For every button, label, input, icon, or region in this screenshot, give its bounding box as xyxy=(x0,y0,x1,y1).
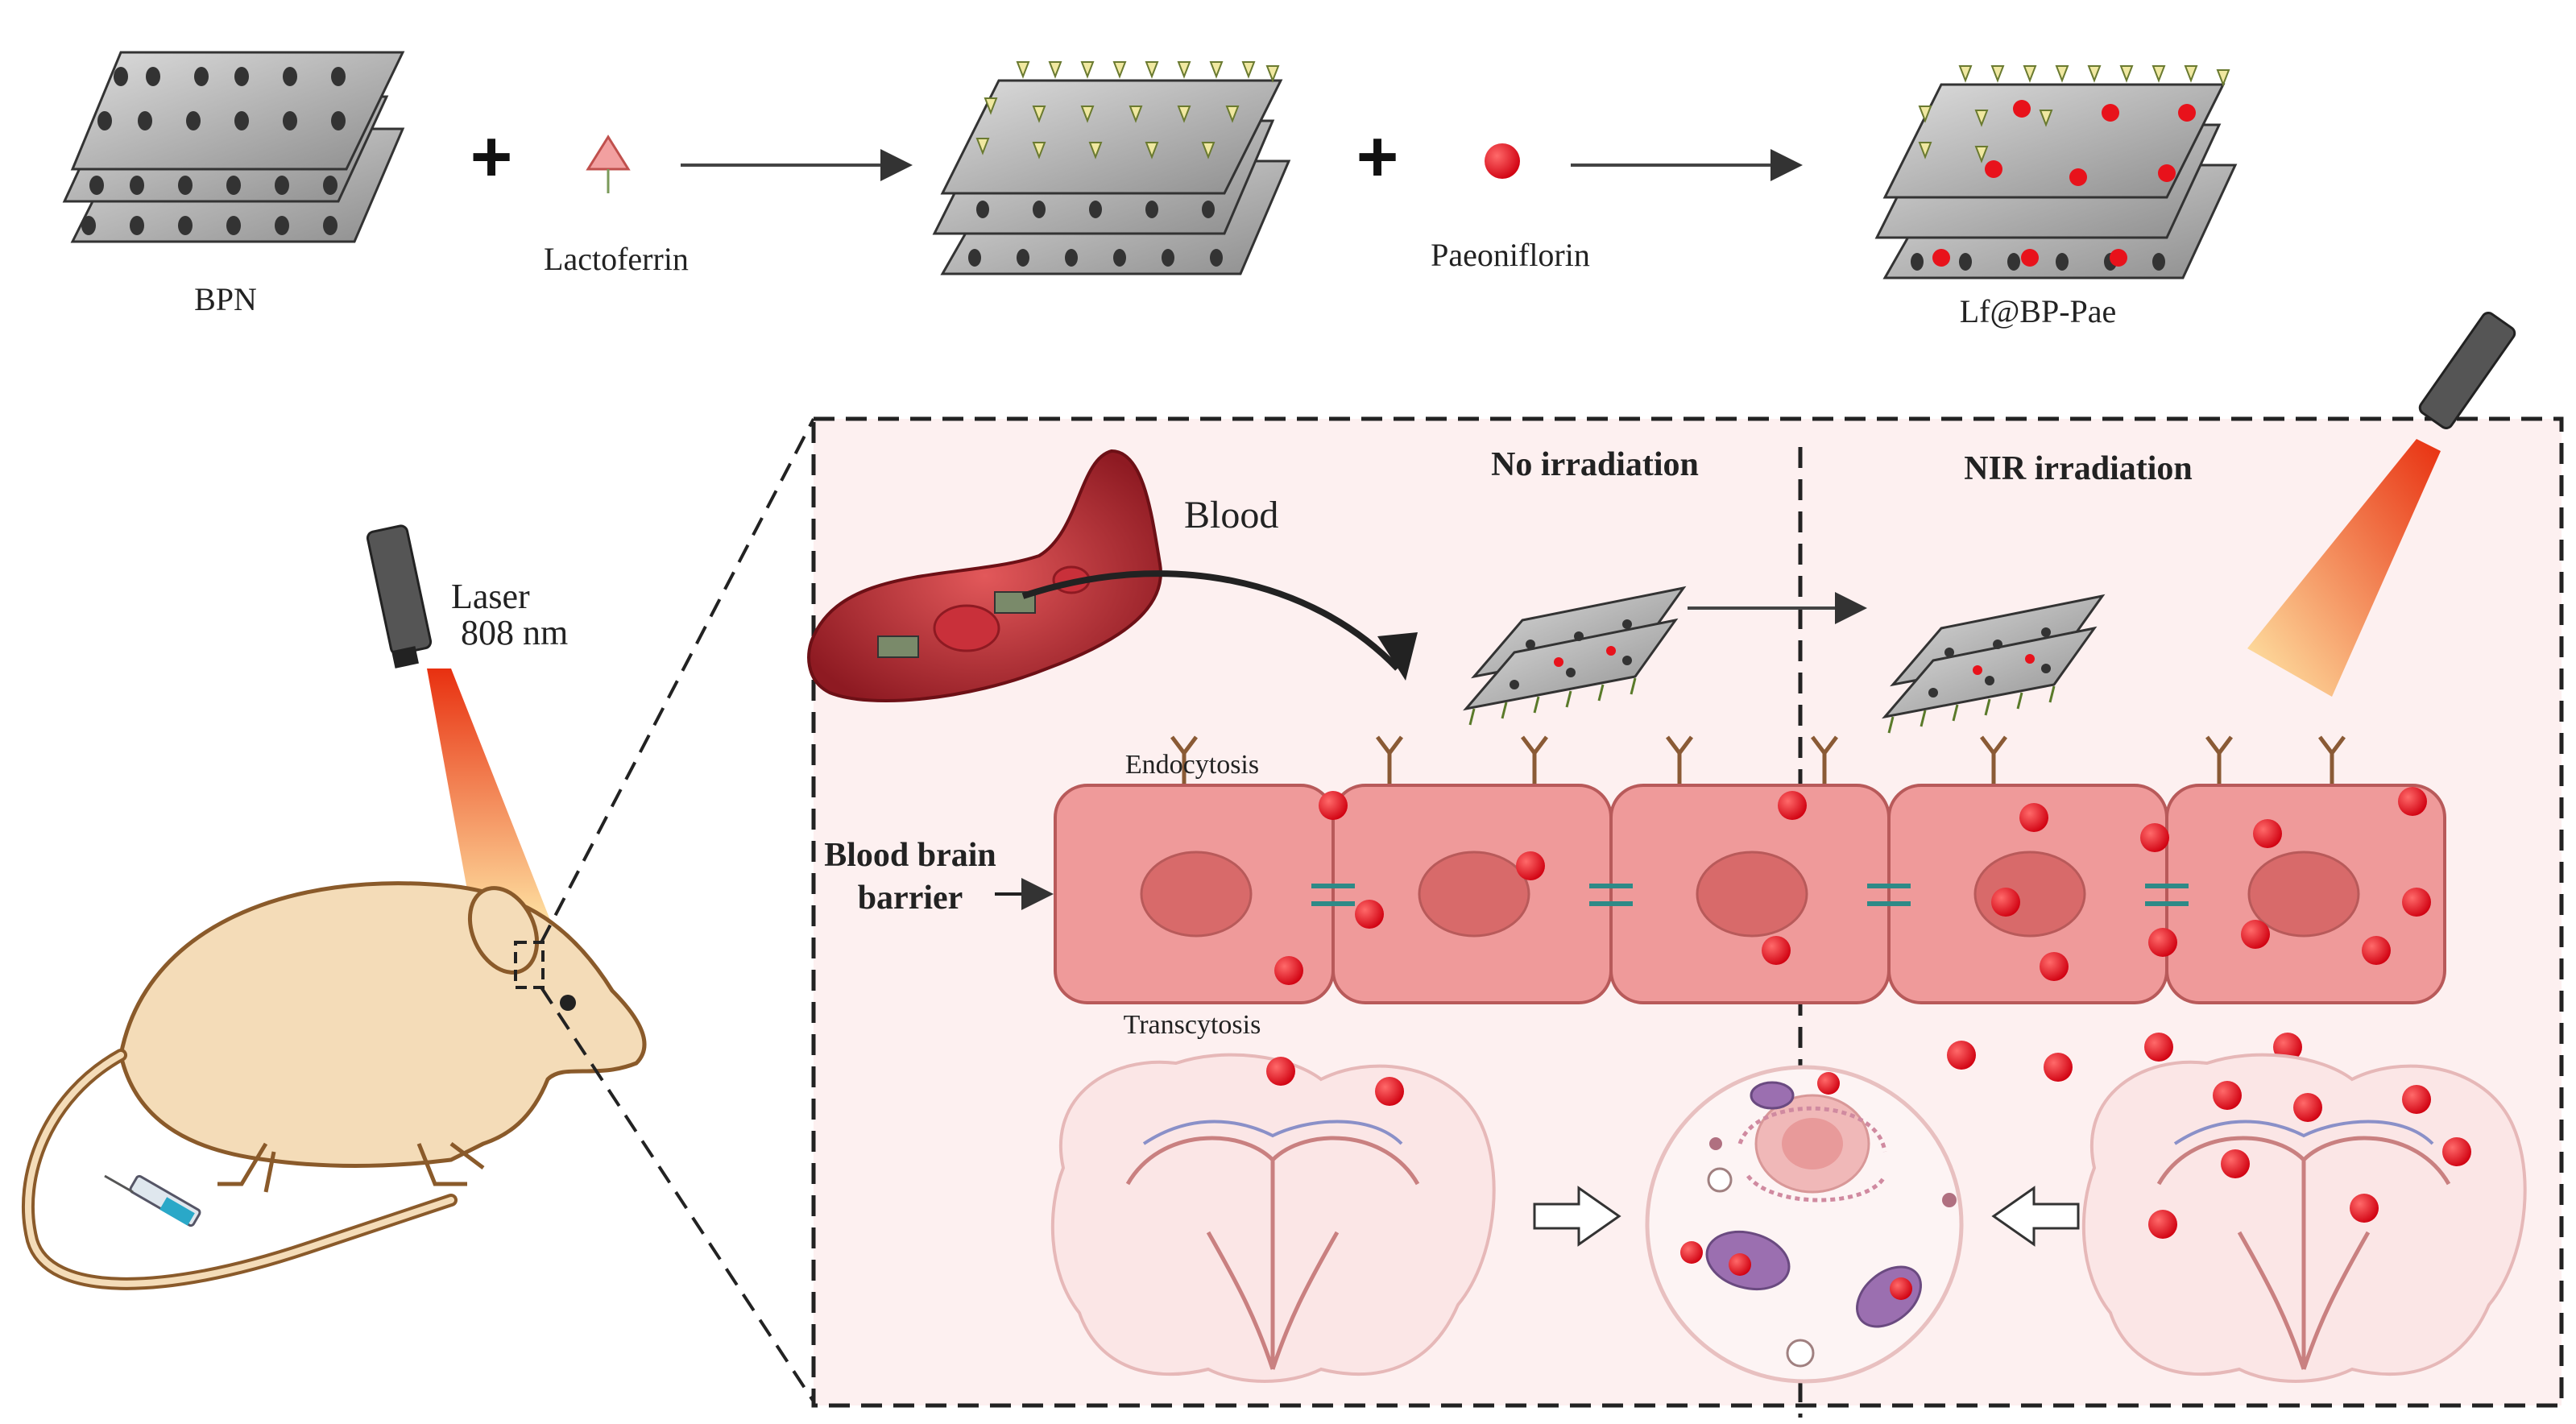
hollow-arrow-right xyxy=(1533,1186,1621,1247)
bbb-label-line2: barrier xyxy=(858,880,963,917)
plus-sign-2: + xyxy=(1356,117,1399,197)
blood-label: Blood xyxy=(1184,494,1278,536)
no-irradiation-heading: No irradiation xyxy=(1491,446,1699,483)
brain-icon-nir xyxy=(2081,1053,2527,1383)
plus-sign-1: + xyxy=(470,117,513,197)
hollow-arrow-left xyxy=(1991,1186,2080,1247)
zoom-line-top xyxy=(540,418,815,943)
receptor-icon xyxy=(1170,735,2346,785)
laser-device-icon-nir xyxy=(2418,312,2516,429)
lactoferrin-ligands xyxy=(975,61,1280,159)
endocytosis-label: Endocytosis xyxy=(1125,750,1259,780)
zoom-line-bottom xyxy=(540,986,815,1403)
loaded-paeoniflorin xyxy=(1932,100,2196,267)
tight-junctions xyxy=(1311,884,2189,906)
transcytosis-label: Transcytosis xyxy=(1124,1010,1261,1040)
blood-to-bbb-arrowhead xyxy=(1377,632,1418,681)
endothelial-cells xyxy=(1054,784,2446,1004)
blood-to-bbb-arrow xyxy=(1021,570,1400,671)
lactoferrin-label: Lactoferrin xyxy=(544,241,689,277)
syringe-icon xyxy=(104,1174,201,1227)
bpn-stack xyxy=(62,51,405,243)
bpn-label: BPN xyxy=(194,281,257,317)
mouse-icon xyxy=(21,881,647,1290)
laser-label-line2: 808 nm xyxy=(461,613,568,652)
bpn-atoms xyxy=(81,67,346,235)
product-label: Lf@BP-Pae xyxy=(1960,293,2117,329)
paeoniflorin-icon xyxy=(1485,143,1520,179)
laser-device-icon xyxy=(366,524,433,669)
blood-vessel-icon xyxy=(807,449,1162,702)
nanosheet-nir xyxy=(1882,594,2106,734)
brain-icon xyxy=(1050,1053,1496,1383)
bbb-label-line1: Blood brain xyxy=(824,837,996,874)
nir-irradiation-heading: NIR irradiation xyxy=(1964,450,2193,487)
laser-beam xyxy=(427,669,556,934)
drug-particles xyxy=(1274,787,2431,1082)
lactoferrin-icon xyxy=(586,135,631,193)
bp-lf-stack xyxy=(932,61,1291,275)
nanosheet-no-irradiation xyxy=(1463,586,1687,726)
lf-bp-pae-stack xyxy=(1874,65,2238,279)
laser-label-line1: Laser xyxy=(451,577,530,616)
neuron-cell-icon xyxy=(1645,1065,1964,1384)
laser-beam-nir xyxy=(2247,439,2441,697)
paeoniflorin-label: Paeoniflorin xyxy=(1431,237,1590,273)
